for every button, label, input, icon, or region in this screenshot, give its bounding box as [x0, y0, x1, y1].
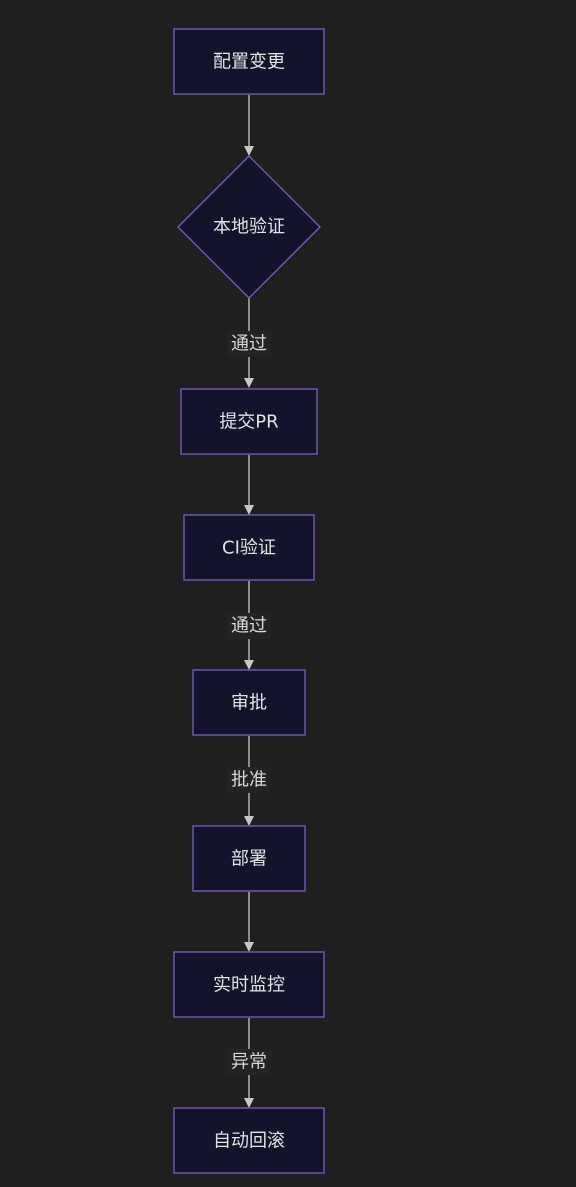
node-realtime-monitor[interactable]: 实时监控	[173, 951, 325, 1018]
edge-ci-verify-to-review: 通过	[227, 581, 271, 670]
node-review[interactable]: 审批	[192, 669, 306, 736]
node-ci-verify[interactable]: CI验证	[183, 514, 315, 581]
node-local-verify[interactable]: 本地验证	[177, 155, 321, 299]
edge-config-to-local-verify	[244, 95, 254, 156]
node-auto-rollback-label: 自动回滚	[213, 1131, 285, 1152]
node-auto-rollback[interactable]: 自动回滚	[173, 1107, 325, 1174]
edge-label-pass-2: 通过	[231, 616, 267, 637]
node-config-change-label: 配置变更	[213, 52, 285, 73]
node-submit-pr-label: 提交PR	[219, 412, 278, 433]
node-realtime-monitor-label: 实时监控	[213, 975, 285, 996]
edge-monitor-to-rollback: 异常	[227, 1018, 271, 1108]
node-review-label: 审批	[231, 693, 267, 714]
node-submit-pr[interactable]: 提交PR	[180, 388, 318, 455]
node-ci-verify-label: CI验证	[222, 538, 276, 559]
edge-review-to-deploy: 批准	[227, 736, 271, 826]
edge-label-approve: 批准	[231, 770, 267, 791]
node-deploy[interactable]: 部署	[192, 825, 306, 892]
edge-label-exception: 异常	[231, 1052, 267, 1073]
edge-deploy-to-monitor	[244, 892, 254, 952]
node-deploy-label: 部署	[231, 849, 267, 870]
node-local-verify-label: 本地验证	[213, 217, 285, 238]
edge-label-pass-1: 通过	[231, 334, 267, 355]
node-config-change[interactable]: 配置变更	[173, 28, 325, 95]
edge-submit-pr-to-ci-verify	[244, 455, 254, 515]
edge-local-verify-to-submit-pr: 通过	[227, 298, 271, 388]
